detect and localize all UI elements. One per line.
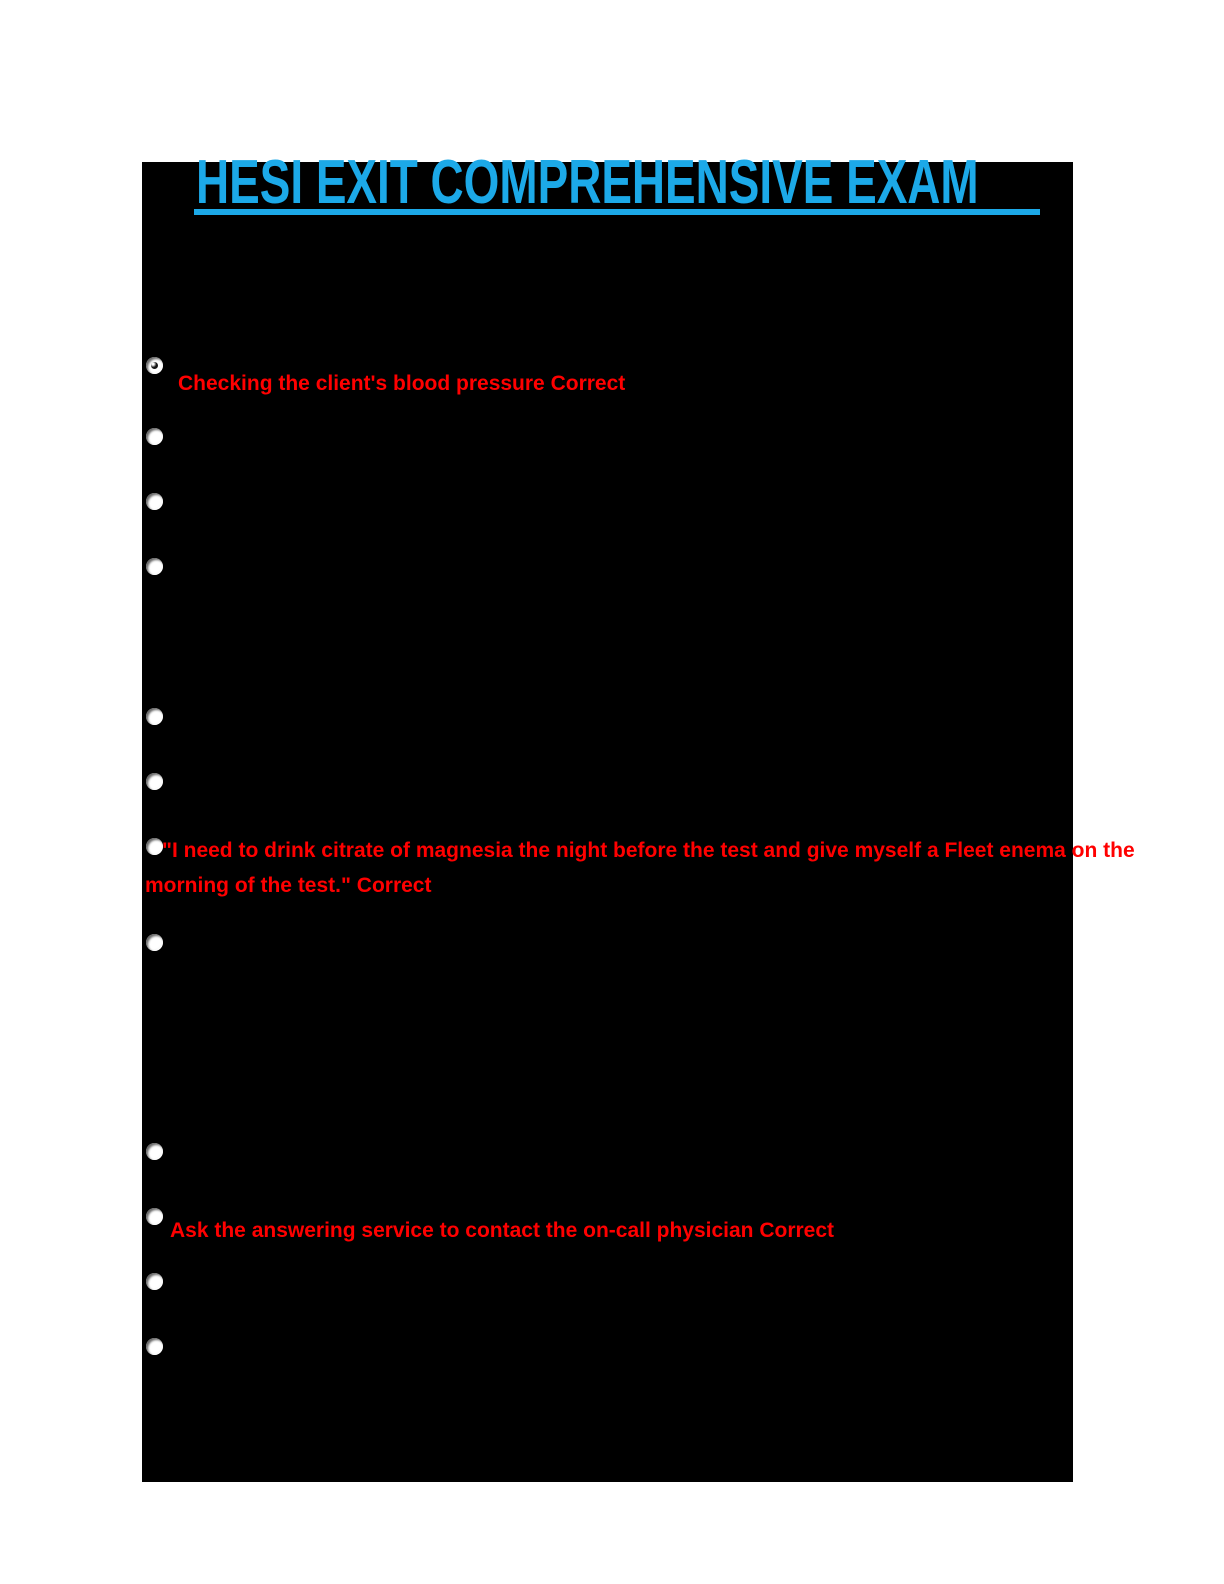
answer-text-correct-2-line-1: "I need to drink citrate of magnesia the… bbox=[162, 839, 1135, 862]
answer-text-correct-3: Ask the answering service to contact the… bbox=[170, 1219, 835, 1242]
radio-button[interactable] bbox=[146, 1338, 163, 1355]
title-underline bbox=[194, 209, 1040, 215]
radio-button[interactable] bbox=[146, 558, 163, 575]
page-title: HESI EXIT COMPREHENSIVE EXAM bbox=[196, 148, 979, 217]
radio-button[interactable] bbox=[146, 708, 163, 725]
radio-button[interactable] bbox=[146, 1143, 163, 1160]
radio-button[interactable] bbox=[146, 773, 163, 790]
answer-text-correct-1: Checking the client's blood pressure Cor… bbox=[178, 372, 626, 395]
document-page: HESI EXIT COMPREHENSIVE EXAM Checking th… bbox=[142, 152, 1135, 1482]
radio-button[interactable] bbox=[146, 934, 163, 951]
radio-button[interactable] bbox=[146, 1273, 163, 1290]
radio-button[interactable] bbox=[146, 838, 163, 855]
answer-text-correct-2-line-2: morning of the test." Correct bbox=[145, 874, 432, 897]
radio-button[interactable] bbox=[146, 493, 163, 510]
radio-button[interactable] bbox=[146, 1208, 163, 1225]
radio-button[interactable] bbox=[146, 428, 163, 445]
radio-button[interactable] bbox=[146, 357, 163, 374]
